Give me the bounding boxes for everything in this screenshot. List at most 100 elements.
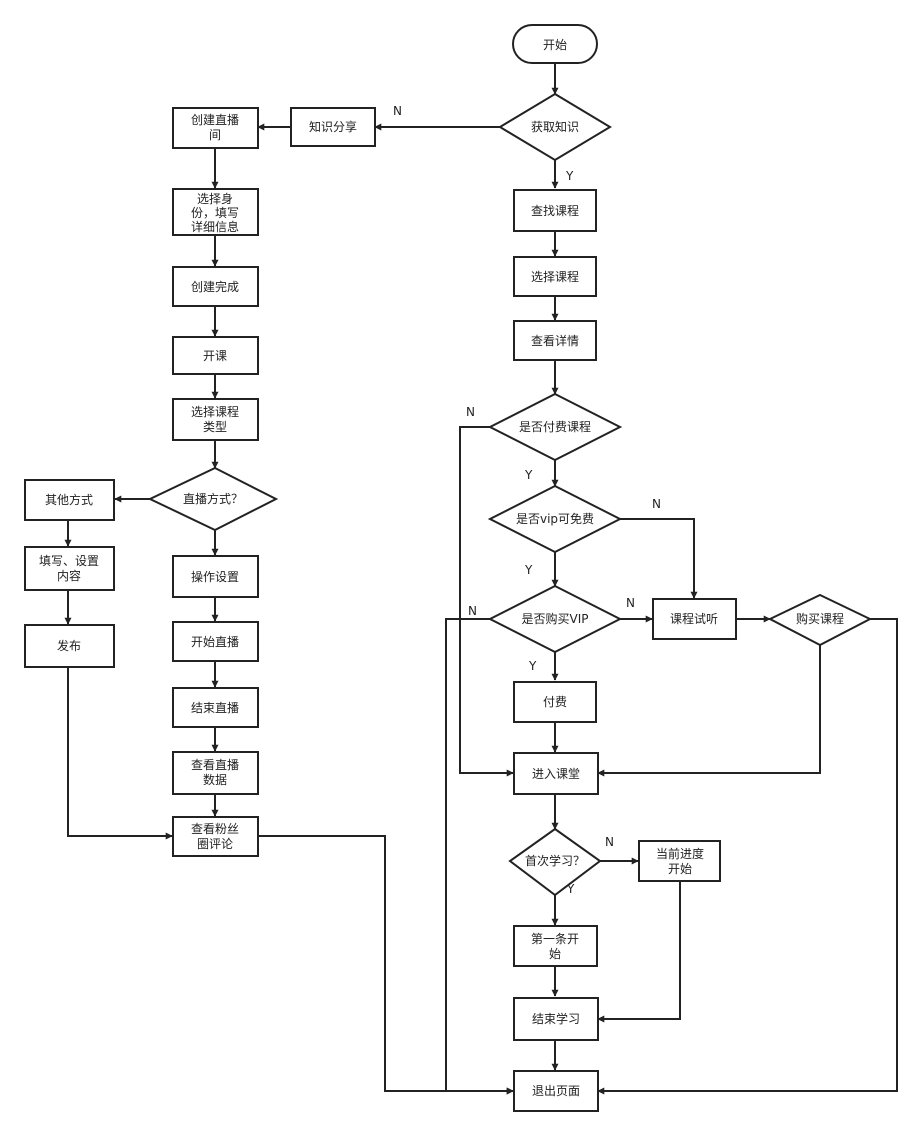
process-shape xyxy=(172,751,259,795)
edge-vipfree-no-to-trial xyxy=(620,518,698,599)
node-choose-identity-line2: 份，填写 xyxy=(191,206,239,220)
node-select-course-label: 选择课程 xyxy=(531,269,579,284)
process-shape xyxy=(172,555,259,598)
node-live-mode: 直播方式？ xyxy=(147,466,279,532)
node-start: 开始 xyxy=(512,24,598,64)
node-get-knowledge-label: 获取知识 xyxy=(531,120,579,134)
decision-shape xyxy=(487,392,623,462)
process-shape xyxy=(24,624,115,668)
edge-paid-no-to-enter xyxy=(459,426,514,777)
node-vip-free-label: 是否vip可免费 xyxy=(516,511,594,526)
node-publish: 发布 xyxy=(24,624,115,668)
node-fill-content: 填写、设置 内容 xyxy=(24,546,115,591)
decision-shape xyxy=(487,484,623,554)
node-view-live-data-line2: 数据 xyxy=(203,772,227,787)
label-vipfree-yes: Y xyxy=(524,563,533,577)
node-open-class: 开课 xyxy=(172,336,259,375)
node-is-paid: 是否付费课程 xyxy=(487,392,623,462)
node-enter-class-label: 进入课堂 xyxy=(532,767,580,781)
label-knowledge-no: N xyxy=(393,104,402,118)
label-paid-yes: Y xyxy=(524,468,533,482)
label-knowledge-yes: Y xyxy=(565,169,574,183)
node-exit-page-label: 退出页面 xyxy=(532,1084,580,1098)
terminator-shape xyxy=(512,24,598,64)
process-shape xyxy=(290,107,376,147)
node-buy-vip-label: 是否购买VIP xyxy=(522,611,589,626)
node-course-type-line2: 类型 xyxy=(203,420,227,434)
node-exit-page: 退出页面 xyxy=(513,1070,599,1112)
edge-buycourse-to-enter xyxy=(597,645,821,777)
process-shape xyxy=(513,1070,599,1112)
process-shape xyxy=(172,188,259,236)
node-progress-start-line1: 当前进度 xyxy=(656,846,704,861)
label-buyvip-left-no: N xyxy=(468,604,477,618)
node-first-start-line1: 第一条开 xyxy=(531,932,579,946)
node-create-done-label: 创建完成 xyxy=(191,279,239,294)
node-vip-free: 是否vip可免费 xyxy=(487,484,623,554)
process-shape xyxy=(172,336,259,375)
node-start-live-label: 开始直播 xyxy=(191,635,239,649)
node-share-label: 知识分享 xyxy=(309,119,357,134)
edge-progress-to-endstudy xyxy=(597,881,681,1023)
node-op-settings-label: 操作设置 xyxy=(191,569,239,584)
node-get-knowledge: 获取知识 xyxy=(498,92,612,162)
decision-shape xyxy=(147,466,279,532)
node-view-fans-line1: 查看粉丝 xyxy=(191,822,239,836)
node-pay: 付费 xyxy=(513,681,597,723)
node-first-study-label: 首次学习？ xyxy=(525,853,585,868)
decision-shape xyxy=(498,92,612,162)
decision-shape xyxy=(508,827,602,897)
node-view-fans-line2: 圈评论 xyxy=(197,837,233,851)
process-shape xyxy=(513,189,597,232)
node-progress-start: 当前进度 开始 xyxy=(638,840,721,882)
node-course-type: 选择课程 类型 xyxy=(172,398,259,441)
process-shape xyxy=(638,840,721,882)
node-view-live-data: 查看直播 数据 xyxy=(172,751,259,795)
process-shape xyxy=(513,256,597,297)
label-first-yes: Y xyxy=(566,882,575,896)
label-paid-no: N xyxy=(466,405,475,419)
node-buy-course: 购买课程 xyxy=(767,593,873,647)
node-share: 知识分享 xyxy=(290,107,376,147)
decision-shape xyxy=(487,584,623,654)
process-shape xyxy=(172,266,259,307)
process-shape xyxy=(652,598,737,640)
node-buy-course-label: 购买课程 xyxy=(796,611,844,626)
process-shape xyxy=(24,546,115,591)
node-trial-label: 课程试听 xyxy=(670,611,718,626)
node-publish-label: 发布 xyxy=(57,638,81,653)
node-view-fans: 查看粉丝 圈评论 xyxy=(172,816,259,857)
node-op-settings: 操作设置 xyxy=(172,555,259,598)
decision-shape xyxy=(767,593,873,647)
node-end-live: 结束直播 xyxy=(172,687,259,728)
edge-labels: N Y N Y N Y N N Y N Y xyxy=(393,104,661,896)
label-buyvip-yes: Y xyxy=(528,659,537,673)
process-shape xyxy=(172,816,259,857)
node-select-course: 选择课程 xyxy=(513,256,597,297)
edge-publish-to-fans xyxy=(67,667,173,840)
node-end-live-label: 结束直播 xyxy=(191,701,239,715)
node-choose-identity: 选择身 份，填写 详细信息 xyxy=(172,188,259,236)
node-fill-content-line1: 填写、设置 xyxy=(39,554,99,568)
node-choose-identity-line3: 详细信息 xyxy=(191,219,239,234)
node-open-class-label: 开课 xyxy=(203,349,227,363)
node-choose-identity-line1: 选择身 xyxy=(197,191,233,206)
node-progress-start-line2: 开始 xyxy=(668,862,692,876)
node-create-room: 创建直播 间 xyxy=(172,107,259,149)
process-shape xyxy=(172,107,259,149)
node-find-course-label: 查找课程 xyxy=(531,203,579,218)
label-vipfree-no: N xyxy=(652,497,661,511)
process-shape xyxy=(513,320,597,361)
edge-fans-to-exit xyxy=(258,835,514,1095)
node-create-done: 创建完成 xyxy=(172,266,259,307)
node-end-study: 结束学习 xyxy=(513,997,599,1041)
node-course-type-line1: 选择课程 xyxy=(191,404,239,419)
process-shape xyxy=(513,997,599,1041)
node-view-details-label: 查看详情 xyxy=(531,333,579,348)
node-buy-vip: 是否购买VIP xyxy=(487,584,623,654)
node-end-study-label: 结束学习 xyxy=(532,1011,580,1026)
node-other-mode-label: 其他方式 xyxy=(45,492,93,507)
node-create-room-line2: 间 xyxy=(209,128,221,142)
label-buyvip-right-no: N xyxy=(626,596,635,610)
